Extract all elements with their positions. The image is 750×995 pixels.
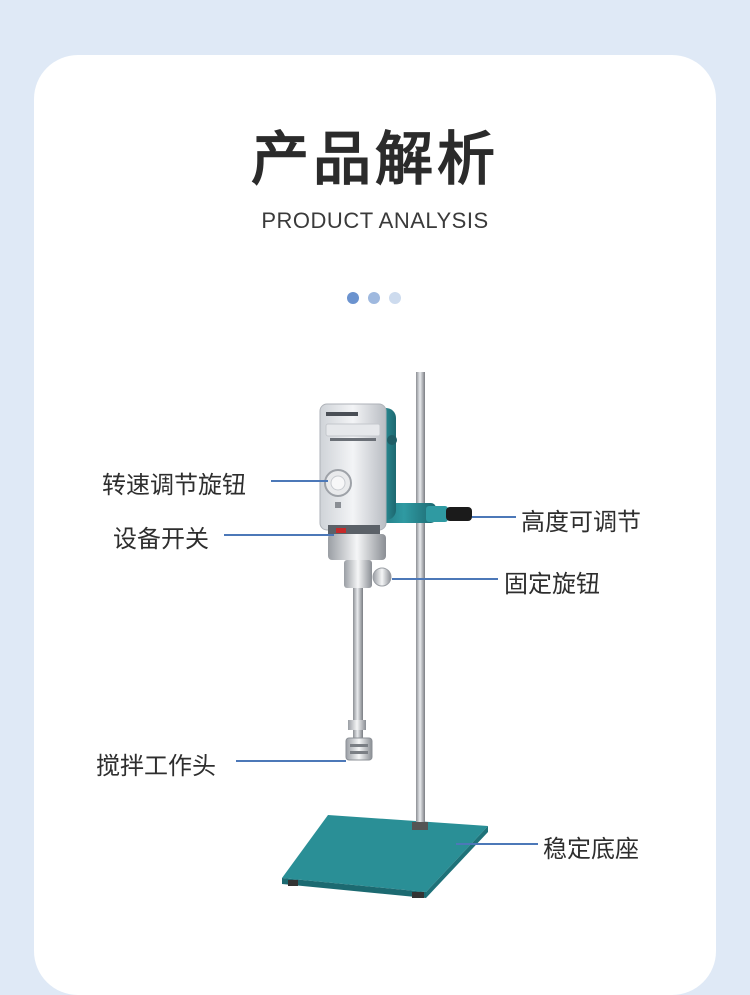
callout-power-switch: 设备开关 (113, 525, 209, 553)
motor-head (319, 403, 397, 535)
page-subtitle: PRODUCT ANALYSIS (261, 208, 489, 233)
callout-stable-base: 稳定底座 (543, 835, 639, 863)
callout-line-fixing-knob (392, 578, 498, 580)
callout-line-height-adjust (472, 516, 516, 518)
carousel-dots (347, 292, 401, 304)
callout-fixing-knob: 固定旋钮 (504, 570, 600, 598)
stand-base (282, 815, 488, 898)
callout-stirring-head: 搅拌工作头 (96, 752, 216, 780)
callout-line-power-switch (224, 534, 334, 536)
stirrer-illustration (282, 372, 488, 898)
callout-speed-knob: 转速调节旋钮 (102, 471, 246, 499)
callout-height-adjust: 高度可调节 (521, 508, 641, 536)
carousel-dot-2[interactable] (368, 292, 380, 304)
callout-line-speed-knob (271, 480, 328, 482)
carousel-dot-1[interactable] (347, 292, 359, 304)
lower-housing (328, 534, 392, 588)
support-rod (416, 372, 425, 828)
stirring-shaft (345, 588, 373, 761)
callout-line-stirring-head (236, 760, 346, 762)
carousel-dot-3[interactable] (389, 292, 401, 304)
page-title: 产品解析 (250, 125, 499, 193)
callout-line-stable-base (456, 843, 538, 845)
